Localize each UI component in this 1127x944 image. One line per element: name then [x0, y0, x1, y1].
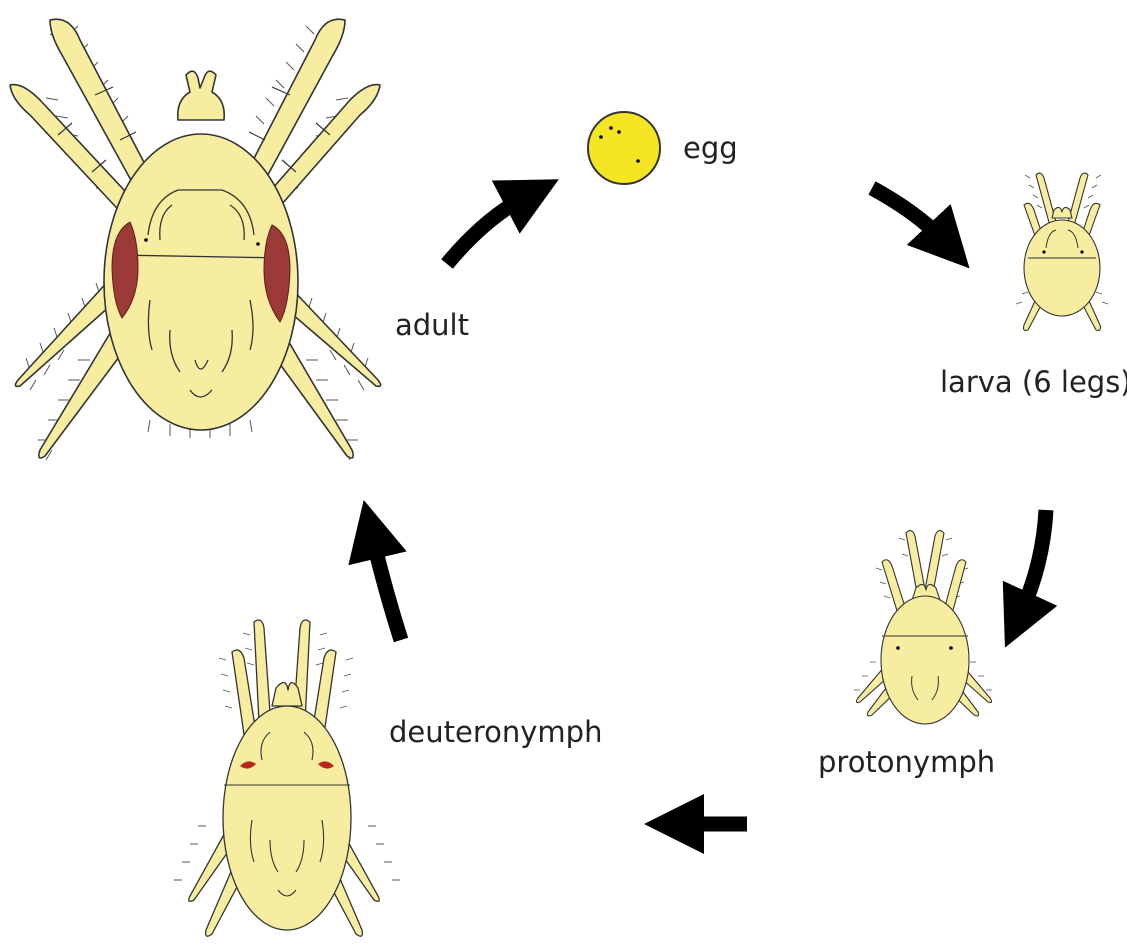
arrow-deuteronymph-to-adult — [372, 535, 401, 640]
deuteronymph-mite-illustration — [174, 620, 400, 936]
egg-label: egg — [683, 134, 738, 163]
adult-mite-illustration — [10, 19, 381, 460]
protonymph-mite-illustration — [854, 531, 992, 724]
adult-label: adult — [395, 311, 469, 340]
protonymph-label: protonymph — [818, 748, 995, 777]
larva-label: larva (6 legs) — [940, 368, 1127, 397]
arrow-larva-to-protonymph — [1020, 510, 1046, 615]
deuteronymph-label: deuteronymph — [389, 718, 602, 747]
larva-mite-illustration — [1016, 173, 1108, 330]
arrow-adult-to-egg — [447, 196, 527, 264]
arrow-egg-to-larva — [872, 188, 945, 242]
egg-illustration — [588, 112, 660, 184]
